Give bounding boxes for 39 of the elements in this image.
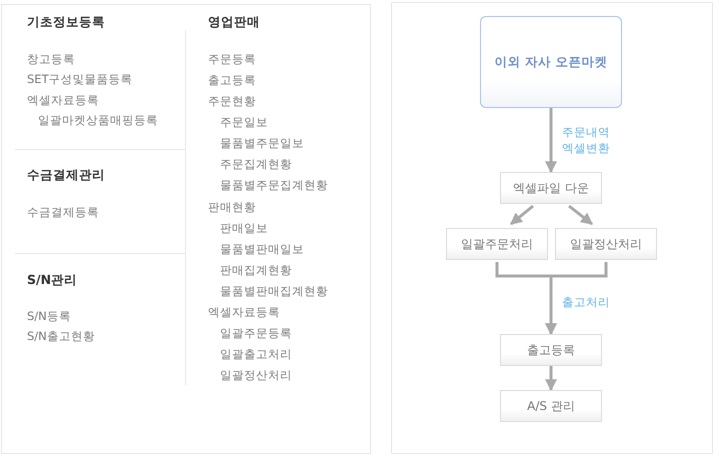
menu-item: 일괄주문등록 [220,325,292,341]
menu-heading: 수금결제관리 [27,167,105,183]
menu-item: 엑셀자료등록 [27,92,99,108]
process-box: 엑셀파일 다운 [500,172,602,204]
arrow [510,204,534,226]
menu-heading: S/N관리 [27,272,78,288]
process-box: A/S 관리 [500,390,602,422]
menu-item: 판매현황 [208,199,256,215]
menu-item: 일괄출고처리 [220,346,292,362]
menu-item: S/N등록 [27,308,71,324]
menu-item: 주문집계현황 [220,156,292,172]
menu-heading: 영업판매 [208,14,260,30]
menu-item: SET구성및물품등록 [27,71,133,87]
menu-item: 주문등록 [208,51,256,67]
arrow [545,366,557,392]
menu-item: 물품별주문일보 [220,135,304,151]
menu-item: 출고등록 [208,72,256,88]
menu-item: 판매일보 [220,220,268,236]
process-box: 일괄정산처리 [555,228,657,260]
process-box: 출고등록 [500,334,602,366]
menu-item: 창고등록 [27,51,75,67]
source-box: 이외 자사 오픈마켓 [480,16,622,108]
menu-item: 수금결제등록 [27,204,99,220]
arrow [568,204,593,226]
edge-label: 출고처리 [562,294,610,310]
menu-item: 주문일보 [220,114,268,130]
arrow [545,108,557,174]
menu-item: S/N출고현황 [27,328,95,344]
edge-label: 주문내역 엑셀변환 [562,124,610,156]
menu-item: 물품별판매일보 [220,241,304,257]
menu-item: 물품별판매집계현황 [220,283,328,299]
menu-item: 물품별주문집계현황 [220,177,328,193]
menu-item: 판매집계현황 [220,262,292,278]
menu-item: 엑셀자료등록 [208,304,280,320]
menu-heading: 기초정보등록 [27,14,105,30]
menu-item: 일괄마켓상품매핑등록 [38,112,158,128]
process-box: 일괄주문처리 [446,228,548,260]
menu-item: 일괄정산처리 [220,367,292,383]
menu-item: 주문현황 [208,93,256,109]
